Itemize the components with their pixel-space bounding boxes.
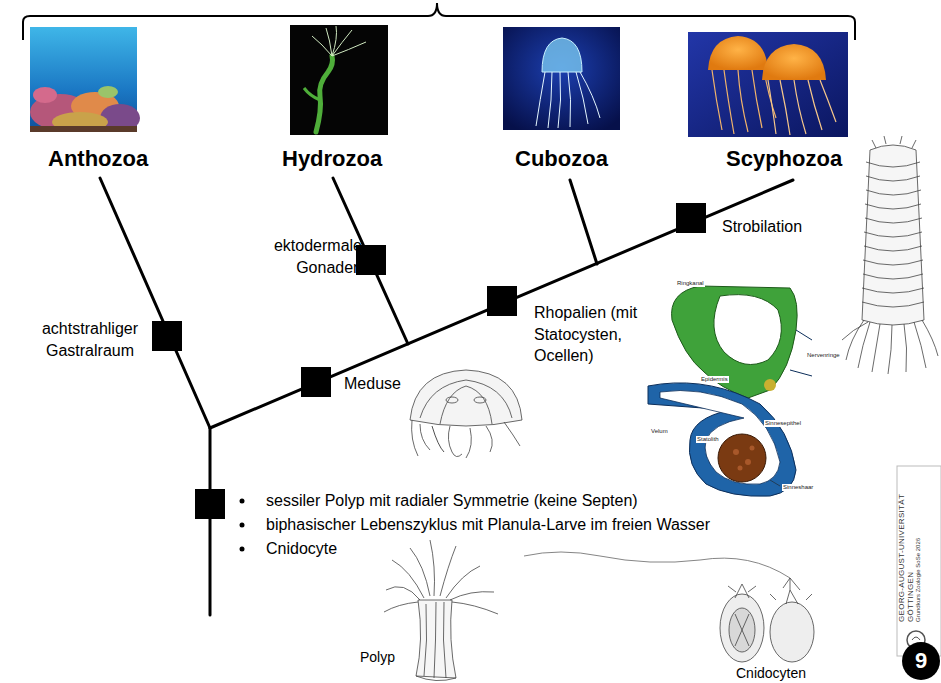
page-number: 9 <box>902 642 940 680</box>
hydra-photo <box>290 25 388 135</box>
figure-caption: Cnidocyten <box>736 664 806 683</box>
character-label: Meduse <box>344 373 401 395</box>
part-label: Nervenringe <box>806 352 841 359</box>
university-logo <box>897 466 941 656</box>
jellyfish-photo <box>688 32 848 137</box>
box-jellyfish-photo <box>503 27 620 130</box>
medusa-sketch <box>410 370 522 458</box>
rhopalium-diagram <box>648 286 812 496</box>
polyp-sketch <box>384 540 498 681</box>
logo-text-frame: GEORG-AUGUST-UNIVERSITÄTGÖTTINGENGrundku… <box>897 466 941 656</box>
character-label: achtstrahliger Gastralraum <box>30 318 150 361</box>
coral-photo <box>30 27 140 132</box>
part-label: Velum <box>650 428 669 435</box>
taxon-name: Hydrozoa <box>282 144 382 174</box>
logo-frame: GEORG-AUGUST-UNIVERSITÄTGÖTTINGENGrundku… <box>897 466 941 656</box>
character-squares <box>152 203 706 519</box>
character-label: Rhopalien (mit Statocysten, Ocellen) <box>534 302 669 367</box>
part-label: Statolith <box>696 436 720 443</box>
character-label: sessiler Polyp mit radialer Symmetrie (k… <box>266 490 638 512</box>
character-label: Cnidocyte <box>266 538 337 560</box>
part-label: Sinneshaar <box>782 484 814 491</box>
part-label: Epidermis <box>700 376 729 383</box>
figure-caption: Polyp <box>360 648 395 667</box>
tree-branches <box>100 178 793 615</box>
university-name: GÖTTINGEN <box>906 466 915 622</box>
character-label: biphasischer Lebenszyklus mit Planula-La… <box>266 514 710 536</box>
cnidocyte-sketch <box>524 552 814 662</box>
character-label: Strobilation <box>722 216 802 238</box>
taxon-name: Anthozoa <box>48 144 148 174</box>
strobila-sketch <box>842 136 938 374</box>
page-number-disc <box>902 642 940 680</box>
taxon-name: Cubozoa <box>515 144 608 174</box>
part-label: Sinnesepithel <box>764 420 802 427</box>
part-label: Ringkanal <box>676 280 705 287</box>
character-label: ektodermale Gonaden <box>246 235 362 278</box>
university-name: GEORG-AUGUST-UNIVERSITÄT <box>897 466 906 622</box>
bullet-dots <box>240 499 245 552</box>
taxon-name: Scyphozoa <box>726 144 842 174</box>
course-name: Grundkurs Zoologie SoSe 2026 <box>915 466 922 622</box>
